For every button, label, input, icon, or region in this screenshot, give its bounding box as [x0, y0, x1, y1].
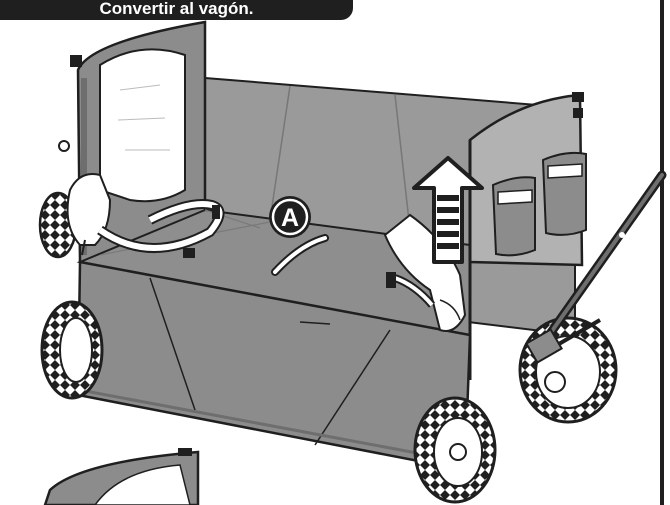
- front-right-wheel: [415, 398, 495, 502]
- rear-right-wheel: [520, 318, 616, 422]
- part-a-label: A: [281, 204, 299, 232]
- next-step-preview: [45, 448, 198, 505]
- front-left-wheel: [42, 302, 102, 398]
- part-a-callout-icon: A: [269, 196, 311, 238]
